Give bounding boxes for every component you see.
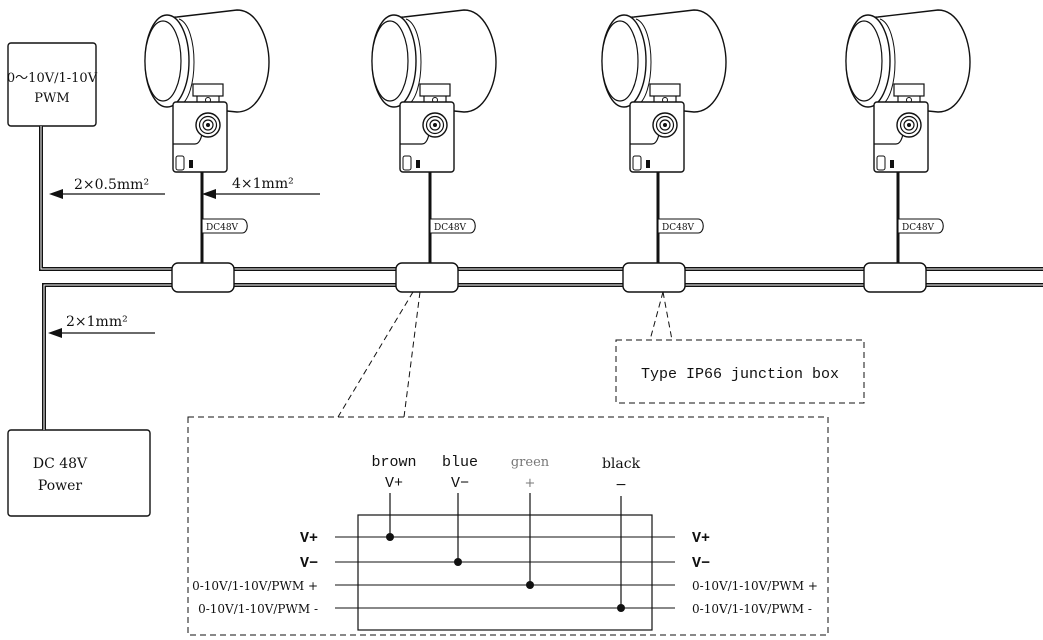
bus-left-vminus: V−: [300, 555, 318, 572]
wire-signal-black: −: [615, 477, 627, 493]
bus-right-vminus: V−: [692, 555, 710, 572]
wire-green: green +: [511, 455, 550, 589]
junction-box-3: [622, 262, 686, 293]
bus-right-vplus: V+: [692, 530, 710, 547]
fixture-tag-1: DC48V: [206, 223, 239, 233]
wire-color-blue: blue: [442, 454, 478, 471]
control-box: 0～10V/1-10V PWM: [7, 42, 98, 127]
power-box: DC 48V Power: [7, 429, 151, 517]
wire-blue: blue V−: [442, 454, 478, 566]
junction-boxes: [171, 262, 927, 293]
bus-left-vplus: V+: [300, 530, 318, 547]
fixture-2: DC48V: [371, 9, 497, 264]
junction-box-4: [863, 262, 927, 293]
bus-left-dim-minus: 0-10V/1-10V/PWM -: [198, 602, 318, 616]
bus-right-dim-plus: 0-10V/1-10V/PWM +: [692, 579, 818, 593]
fixture-1: DC48V: [144, 9, 270, 264]
detail-callout: [187, 291, 829, 636]
wire-signal-brown: V+: [385, 475, 403, 492]
junction-box-label: Type IP66 junction box: [641, 366, 839, 383]
fixture-4: DC48V: [845, 9, 971, 264]
junction-box-2: [395, 262, 459, 293]
wire-color-green: green: [511, 455, 550, 470]
fixture-3: DC48V: [601, 9, 727, 264]
wire-signal-green: +: [525, 476, 536, 491]
fixture-tag-4: DC48V: [902, 223, 935, 233]
power-box-label-2: Power: [38, 478, 83, 494]
fixture-tag-3: DC48V: [662, 223, 695, 233]
wire-signal-blue: V−: [451, 475, 469, 492]
wire-black: black −: [602, 456, 641, 612]
junction-callout: [615, 291, 865, 404]
cable-annotation-control: 2×0.5mm²: [49, 177, 165, 199]
power-cable: [42, 283, 1043, 430]
junction-box-1: [171, 262, 235, 293]
control-cable: [39, 126, 1043, 271]
cable-annotation-fixture: 4×1mm²: [202, 176, 320, 199]
power-box-label-1: DC 48V: [33, 456, 88, 472]
bus-left-dim-plus: 0-10V/1-10V/PWM +: [192, 579, 318, 593]
bus-labels-right: V+ V− 0-10V/1-10V/PWM + 0-10V/1-10V/PWM …: [692, 530, 818, 616]
terminal-block: [335, 514, 675, 631]
cable-label-control: 2×0.5mm²: [74, 177, 149, 193]
cable-label-power: 2×1mm²: [66, 314, 128, 330]
cable-annotation-power: 2×1mm²: [48, 314, 155, 338]
wire-color-brown: brown: [371, 454, 416, 471]
wire-color-black: black: [602, 456, 641, 472]
control-box-label-2: PWM: [34, 91, 69, 106]
bus-right-dim-minus: 0-10V/1-10V/PWM -: [692, 602, 812, 616]
wire-brown: brown V+: [371, 454, 417, 541]
fixture-tag-2: DC48V: [434, 223, 467, 233]
cable-label-fixture: 4×1mm²: [232, 176, 294, 192]
bus-labels-left: V+ V− 0-10V/1-10V/PWM + 0-10V/1-10V/PWM …: [192, 530, 318, 616]
control-box-label-1: 0～10V/1-10V: [7, 71, 98, 86]
